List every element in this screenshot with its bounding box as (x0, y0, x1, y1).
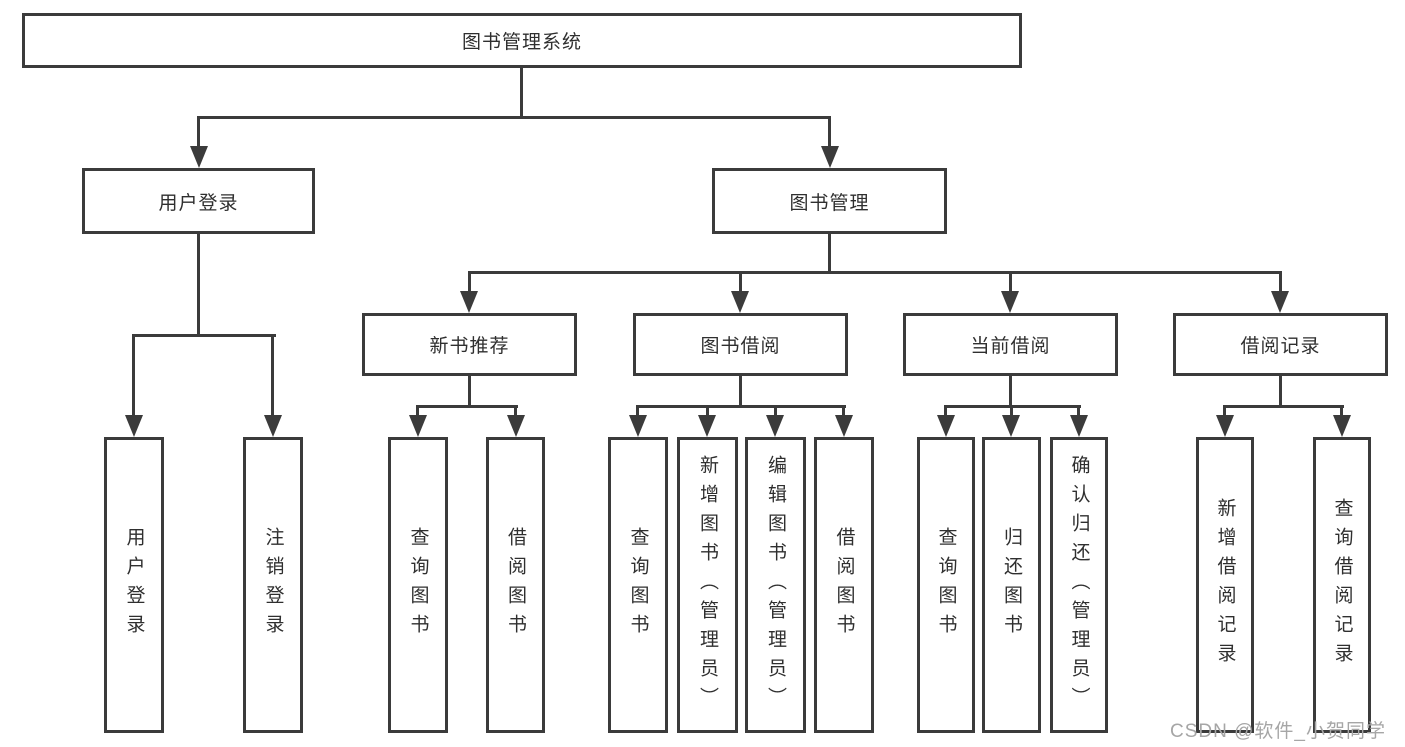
node-borrow-edit-admin-label: 编辑图书（管理员） (765, 454, 786, 716)
node-current-borrow-label: 当前借阅 (970, 336, 1051, 357)
node-borrow-query: 查询图书 (608, 437, 668, 733)
edge-drop-book-mgmt (828, 116, 831, 148)
node-borrow-record-label: 借阅记录 (1240, 336, 1321, 357)
arrow-down-cb-return (1002, 415, 1020, 437)
arrow-down-borrow-record (1271, 291, 1289, 313)
node-root: 图书管理系统 (22, 13, 1022, 68)
node-current-query-label: 查询图书 (935, 527, 957, 643)
edge-drop-nb-query (416, 405, 419, 417)
node-current-return: 归还图书 (982, 437, 1041, 733)
node-newbook-query: 查询图书 (388, 437, 448, 733)
arrow-down-new-book (460, 291, 478, 313)
edge-drop-br-add (1223, 405, 1226, 417)
csdn-watermark: CSDN @软件_小贺同学 (1170, 721, 1386, 742)
edge-drop-nb-borrow (514, 405, 517, 417)
edge-drop-cb-query (944, 405, 947, 417)
arrow-down-user-login (190, 146, 208, 168)
arrow-down-bb-edit (766, 415, 784, 437)
edge-new-book-rail (416, 405, 518, 408)
edge-drop-br-query (1340, 405, 1343, 417)
edge-drop-login (132, 334, 135, 417)
arrow-down-book-borrow (731, 291, 749, 313)
edge-drop-book-borrow (739, 271, 742, 293)
node-logout-action: 注销登录 (243, 437, 303, 733)
edge-user-login-rail (132, 334, 276, 337)
arrow-down-bb-borrow (835, 415, 853, 437)
node-record-query-label: 查询借阅记录 (1331, 498, 1353, 672)
arrow-down-bb-add (698, 415, 716, 437)
node-new-book: 新书推荐 (362, 313, 577, 376)
node-new-book-label: 新书推荐 (429, 336, 510, 357)
edge-drop-borrow-record (1279, 271, 1282, 293)
edge-drop-bb-query (636, 405, 639, 417)
arrow-down-nb-borrow (507, 415, 525, 437)
arrow-down-book-mgmt (821, 146, 839, 168)
node-user-login-label: 用户登录 (158, 192, 239, 214)
node-book-mgmt: 图书管理 (712, 168, 947, 234)
arrow-down-cb-confirm (1070, 415, 1088, 437)
edge-borrow-record-rail (1223, 405, 1344, 408)
edge-book-borrow-rail (636, 405, 846, 408)
node-borrow-query-label: 查询图书 (627, 527, 649, 643)
node-newbook-borrow-label: 借阅图书 (505, 527, 526, 643)
arrow-down-br-add (1216, 415, 1234, 437)
edge-user-login-stem (197, 233, 200, 337)
edge-drop-bb-borrow (842, 405, 845, 417)
node-book-borrow-label: 图书借阅 (700, 336, 781, 357)
arrow-down-login (125, 415, 143, 437)
node-user-login: 用户登录 (82, 168, 315, 234)
arrow-down-nb-query (409, 415, 427, 437)
edge-borrow-record-stem (1279, 374, 1282, 408)
node-current-borrow: 当前借阅 (903, 313, 1118, 376)
edge-drop-bb-edit (774, 405, 777, 417)
node-borrow-action: 借阅图书 (814, 437, 874, 733)
node-borrow-add-admin-label: 新增图书（管理员） (697, 454, 718, 716)
edge-drop-logout (271, 334, 274, 417)
node-current-confirm-admin: 确认归还（管理员） (1050, 437, 1108, 733)
edge-drop-cb-return (1010, 405, 1013, 417)
node-current-return-label: 归还图书 (1001, 527, 1022, 643)
edge-book-mgmt-stem (828, 233, 831, 274)
arrow-down-logout (264, 415, 282, 437)
edge-drop-cb-confirm (1077, 405, 1080, 417)
node-record-add-label: 新增借阅记录 (1214, 498, 1236, 672)
node-login-action-label: 用户登录 (123, 527, 145, 643)
node-current-query: 查询图书 (917, 437, 975, 733)
node-login-action: 用户登录 (104, 437, 164, 733)
edge-root-stem (520, 66, 523, 118)
edge-drop-bb-add (706, 405, 709, 417)
node-book-borrow: 图书借阅 (633, 313, 848, 376)
node-logout-action-label: 注销登录 (262, 527, 284, 643)
edge-drop-current-borrow (1009, 271, 1012, 293)
node-record-add: 新增借阅记录 (1196, 437, 1254, 733)
edge-drop-new-book (468, 271, 471, 293)
arrow-down-cb-query (937, 415, 955, 437)
edge-drop-user-login (197, 116, 200, 148)
node-record-query: 查询借阅记录 (1313, 437, 1371, 733)
arrow-down-br-query (1333, 415, 1351, 437)
node-borrow-action-label: 借阅图书 (833, 527, 855, 643)
node-root-label: 图书管理系统 (461, 32, 582, 53)
edge-book-borrow-stem (739, 374, 742, 408)
node-borrow-add-admin: 新增图书（管理员） (677, 437, 738, 733)
node-borrow-edit-admin: 编辑图书（管理员） (745, 437, 806, 733)
node-borrow-record: 借阅记录 (1173, 313, 1388, 376)
edge-level2-rail (197, 116, 831, 119)
edge-new-book-stem (468, 374, 471, 408)
edge-level3-rail (468, 271, 1282, 274)
node-current-confirm-admin-label: 确认归还（管理员） (1068, 454, 1090, 716)
node-newbook-borrow: 借阅图书 (486, 437, 545, 733)
node-book-mgmt-label: 图书管理 (789, 192, 870, 214)
arrow-down-current-borrow (1001, 291, 1019, 313)
arrow-down-bb-query (629, 415, 647, 437)
node-newbook-query-label: 查询图书 (407, 527, 429, 643)
edge-current-borrow-stem (1009, 374, 1012, 408)
